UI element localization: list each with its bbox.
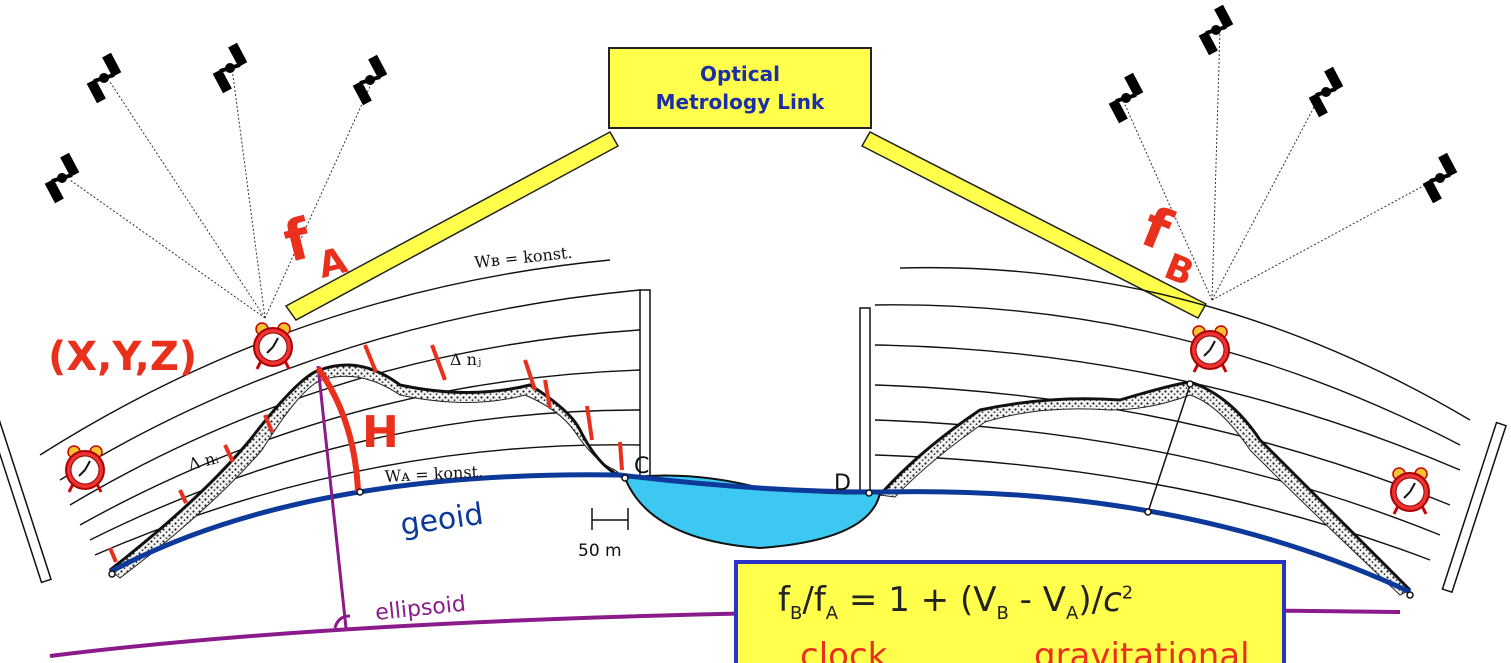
satellite-icon (42, 150, 82, 206)
optical-link-line1: Optical (700, 62, 780, 86)
optical-link-left-bar (284, 130, 620, 321)
coords-label: (X,Y,Z) (48, 334, 197, 380)
left-satellite-lines (69, 67, 373, 319)
delta-n-j-label: Δ nⱼ (450, 350, 481, 369)
optical-metrology-link-box: Optical Metrology Link (608, 47, 872, 129)
freq-a-main: f (278, 206, 318, 275)
height-label: H (362, 407, 399, 458)
ellipsoid-label: ellipsoid (374, 592, 467, 626)
geoid-label: geoid (398, 497, 485, 543)
gravity-normals (108, 344, 624, 563)
wb-label: Wʙ = konst. (473, 243, 573, 272)
satellite-icon (350, 52, 390, 108)
optical-link-right-bar (860, 131, 1208, 319)
alarm-clock-icon (1189, 324, 1231, 374)
point-c-label: C (634, 454, 649, 479)
formula-gravitational-word: gravitational (1034, 636, 1250, 663)
benchmark-points (108, 380, 1414, 599)
redshift-formula-box: fB/fA = 1 + (VB - VA)/c2 clock gravitati… (734, 560, 1286, 663)
scale-label: 50 m (578, 541, 622, 561)
satellite-icon (210, 40, 250, 96)
satellite-icon (1196, 2, 1236, 58)
alarm-clock-icon (64, 444, 106, 494)
satellite-icon (1306, 64, 1346, 120)
wa-label: Wᴀ = konst. (384, 462, 483, 486)
scale-bar (591, 508, 629, 530)
optical-link-line2: Metrology Link (655, 90, 825, 114)
formula-clock-word: clock (800, 636, 888, 663)
satellite-icon (1106, 70, 1146, 126)
geoid-curve (108, 472, 1412, 595)
satellite-icon (1420, 150, 1460, 206)
leveling-staff-right (859, 307, 1507, 594)
plumb-line-right (1147, 384, 1191, 513)
satellite-icon (84, 50, 124, 106)
formula-equation: fB/fA = 1 + (VB - VA)/c2 (778, 580, 1134, 624)
freq-a-sub: A (314, 240, 351, 287)
alarm-clock-icon (252, 321, 294, 371)
ellipsoid-normal (316, 365, 348, 629)
alarm-clock-icon (1389, 466, 1431, 516)
water-body (623, 474, 882, 550)
delta-n-i-label: Δ nᵢ (186, 448, 220, 474)
point-d-label: D (834, 471, 851, 496)
right-satellite-lines (1121, 29, 1439, 301)
height-arc (315, 366, 361, 493)
